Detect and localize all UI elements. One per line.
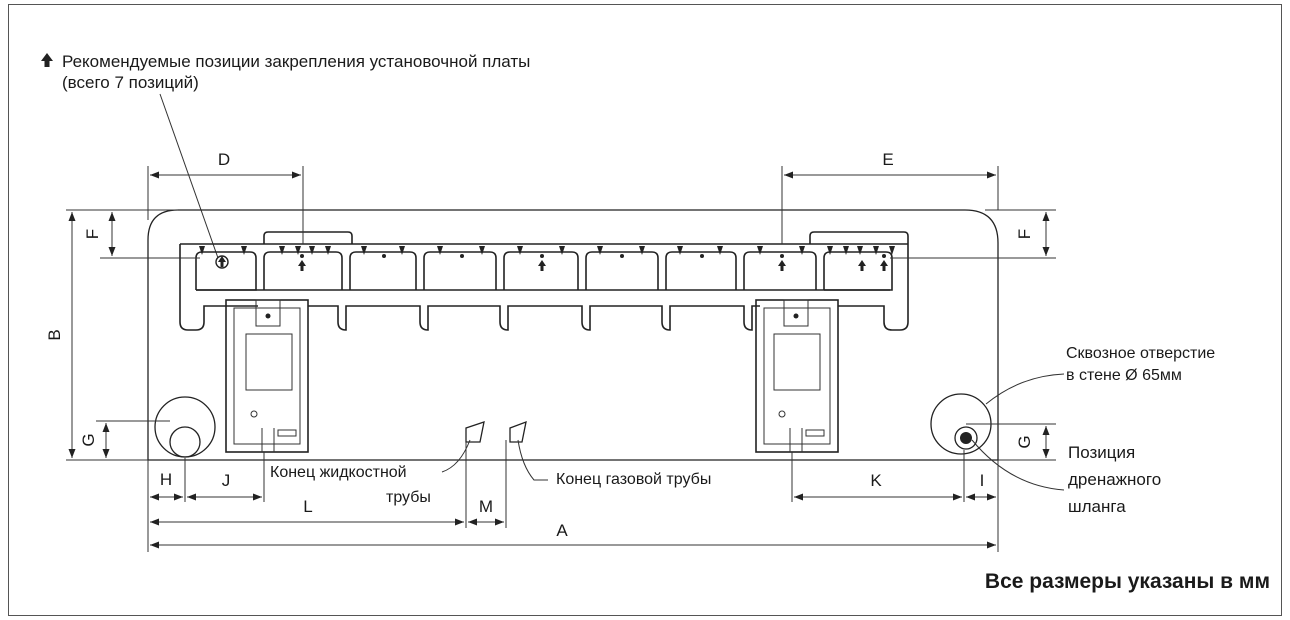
dimension-M: M bbox=[468, 497, 504, 526]
gas-pipe-end bbox=[509, 420, 527, 443]
legend-line-1: Рекомендуемые позиции закрепления устано… bbox=[62, 52, 530, 71]
dimension-G-right: G bbox=[966, 423, 1056, 461]
dimension-A-label: A bbox=[556, 521, 568, 540]
dimension-F-right-label: F bbox=[1015, 229, 1034, 239]
dimension-I-label: I bbox=[980, 471, 985, 490]
callout-liquid-pipe-line-2: трубы bbox=[386, 489, 431, 506]
callout-through-hole-line-2: в стене Ø 65мм bbox=[1066, 367, 1182, 384]
dimension-G-right-label: G bbox=[1015, 435, 1034, 448]
dimension-B-label: B bbox=[45, 329, 64, 340]
legend: Рекомендуемые позиции закрепления устано… bbox=[41, 52, 530, 259]
dimension-L-label: L bbox=[303, 497, 312, 516]
dimension-J: J bbox=[187, 471, 262, 501]
legend-leader-line bbox=[159, 93, 219, 259]
dimension-H-label: H bbox=[160, 470, 172, 489]
dimension-F-right: F bbox=[890, 209, 1056, 259]
right-wall-hole bbox=[930, 393, 992, 455]
callout-drain-line-3: шланга bbox=[1068, 497, 1126, 516]
units-footnote: Все размеры указаны в мм bbox=[985, 570, 1270, 593]
diagram-frame bbox=[8, 4, 1282, 616]
left-wall-hole bbox=[154, 396, 216, 458]
dimension-E: E bbox=[781, 150, 999, 244]
callout-through-hole-line-1: Сквозное отверстие bbox=[1066, 345, 1215, 362]
dimension-D-label: D bbox=[218, 150, 230, 169]
liquid-pipe-end bbox=[465, 421, 485, 443]
dimension-L: L bbox=[150, 497, 464, 526]
dimension-H: H bbox=[150, 470, 183, 501]
callout-drain-line-1: Позиция bbox=[1068, 443, 1135, 462]
installation-plate bbox=[179, 231, 909, 331]
callout-drain-hose: Позиция дренажного шланга bbox=[971, 439, 1161, 516]
arrow-up-icon bbox=[41, 53, 53, 67]
dimension-J-label: J bbox=[222, 471, 231, 490]
legend-line-2: (всего 7 позиций) bbox=[62, 73, 199, 92]
callout-liquid-pipe-line-1: Конец жидкостной bbox=[270, 464, 407, 481]
dimension-K: K bbox=[794, 471, 962, 501]
dimension-A: A bbox=[150, 521, 996, 549]
dimension-M-label: M bbox=[479, 497, 493, 516]
callout-gas-pipe-label: Конец газовой трубы bbox=[556, 471, 711, 488]
dimension-F-left: F bbox=[66, 209, 200, 259]
right-bracket bbox=[755, 299, 839, 453]
dimension-E-label: E bbox=[882, 150, 893, 169]
unit-outline bbox=[147, 209, 999, 461]
dimension-F-left-label: F bbox=[83, 229, 102, 239]
dimension-G-left: G bbox=[79, 420, 170, 458]
left-bracket bbox=[225, 299, 309, 453]
dimension-G-left-label: G bbox=[79, 433, 98, 446]
dimension-K-label: K bbox=[870, 471, 882, 490]
dimension-I: I bbox=[966, 471, 996, 501]
callout-through-hole: Сквозное отверстие в стене Ø 65мм bbox=[985, 345, 1215, 405]
callout-gas-pipe: Конец газовой трубы bbox=[517, 439, 711, 488]
callout-drain-line-2: дренажного bbox=[1068, 470, 1161, 489]
dimension-B: B bbox=[45, 212, 148, 461]
dimension-D: D bbox=[147, 150, 304, 244]
callout-liquid-pipe: Конец жидкостной трубы bbox=[270, 439, 471, 506]
